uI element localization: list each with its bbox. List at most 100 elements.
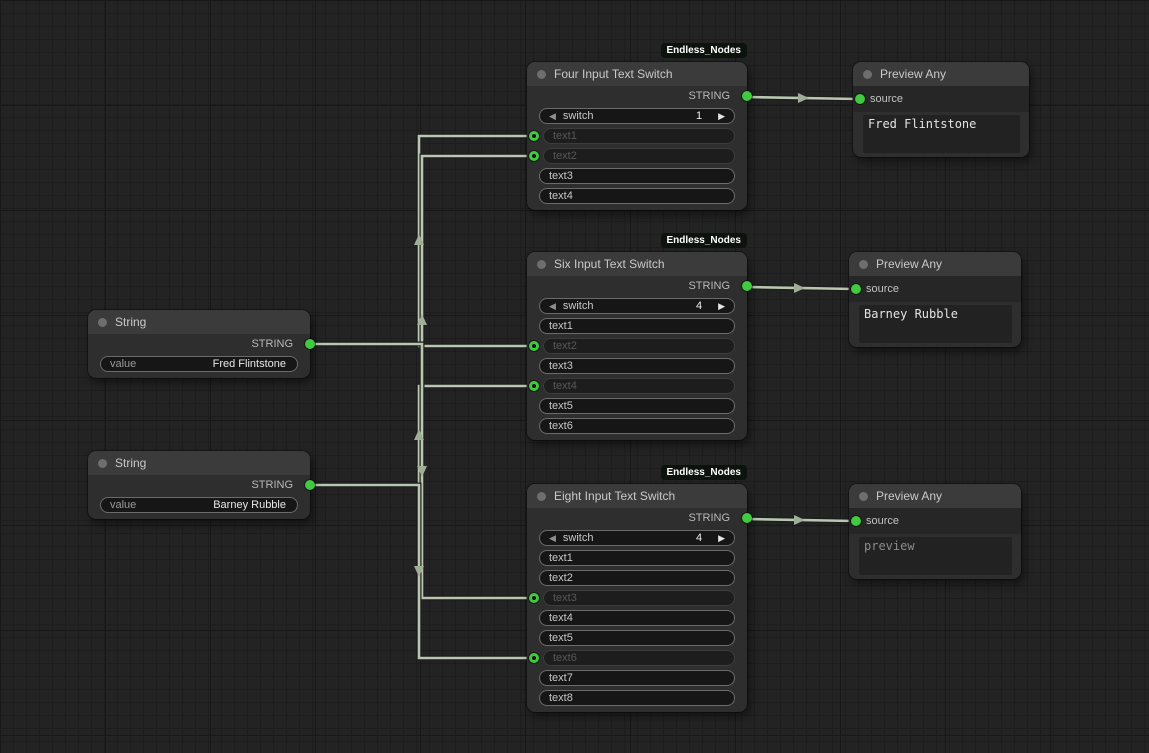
collapse-dot-icon[interactable] — [859, 491, 868, 501]
input-widget-label: text1 — [549, 320, 573, 332]
output-slot-label: STRING — [688, 90, 730, 102]
input-slot-source[interactable] — [851, 284, 861, 294]
input-widget-label: text4 — [549, 190, 573, 202]
output-slot-string[interactable] — [742, 91, 752, 101]
node-title-text: Preview Any — [876, 489, 943, 503]
node-title-text: Four Input Text Switch — [554, 67, 673, 81]
preview-textarea[interactable]: preview — [859, 537, 1012, 575]
output-slot-string[interactable] — [305, 480, 315, 490]
input-widget-label: text4 — [549, 612, 573, 624]
input-widget-text5[interactable]: text5 — [539, 630, 735, 646]
input-widget-text7[interactable]: text7 — [539, 670, 735, 686]
node-pack-badge: Endless_Nodes — [660, 465, 747, 480]
node-title-bar[interactable]: Six Input Text Switch — [527, 252, 747, 276]
input-slot-label: source — [866, 283, 900, 295]
input-widget-label: text5 — [549, 632, 573, 644]
input-widget-label: text3 — [549, 360, 573, 372]
input-row-text3: text3 — [527, 166, 747, 186]
input-slot-text1[interactable] — [529, 131, 539, 141]
input-widget-label: text3 — [549, 170, 573, 182]
input-widget-text2[interactable]: text2 — [543, 148, 735, 164]
collapse-dot-icon[interactable] — [98, 458, 107, 468]
node-title-bar[interactable]: String — [88, 310, 310, 334]
input-slot-text3[interactable] — [529, 593, 539, 603]
input-widget-label: text6 — [549, 420, 573, 432]
collapse-dot-icon[interactable] — [537, 69, 546, 79]
link-direction-arrow-icon — [414, 429, 424, 440]
collapse-dot-icon[interactable] — [537, 491, 546, 501]
node-title-bar[interactable]: Four Input Text Switch — [527, 62, 747, 86]
switch-widget-label: switch — [562, 532, 594, 544]
input-widget-text4[interactable]: text4 — [543, 378, 735, 394]
input-row-text4: text4 — [527, 608, 747, 628]
input-slot-text6[interactable] — [529, 653, 539, 663]
input-row-text8: text8 — [527, 688, 747, 708]
value-widget-value: Fred Flintstone — [212, 358, 286, 370]
increment-arrow-icon[interactable]: ▶ — [718, 300, 725, 311]
input-slot-text2[interactable] — [529, 341, 539, 351]
collapse-dot-icon[interactable] — [863, 69, 872, 79]
input-slot-source[interactable] — [855, 94, 865, 104]
input-slot-source[interactable] — [851, 516, 861, 526]
input-widget-text1[interactable]: text1 — [543, 128, 735, 144]
input-widget-text1[interactable]: text1 — [539, 550, 735, 566]
input-widget-text2[interactable]: text2 — [543, 338, 735, 354]
decrement-arrow-icon[interactable]: ◀ — [549, 532, 556, 543]
input-slot-text2[interactable] — [529, 151, 539, 161]
collapse-dot-icon[interactable] — [859, 259, 868, 269]
input-row-text1: text1 — [527, 316, 747, 336]
decrement-arrow-icon[interactable]: ◀ — [549, 110, 556, 121]
input-widget-text1[interactable]: text1 — [539, 318, 735, 334]
node-title-bar[interactable]: Preview Any — [849, 252, 1021, 276]
node-title-bar[interactable]: Preview Any — [853, 62, 1029, 86]
input-widget-label: text1 — [553, 130, 577, 142]
input-widget-text3[interactable]: text3 — [539, 358, 735, 374]
decrement-arrow-icon[interactable]: ◀ — [549, 300, 556, 311]
collapse-dot-icon[interactable] — [537, 259, 546, 269]
input-slot-text4[interactable] — [529, 381, 539, 391]
preview-textarea[interactable]: Barney Rubble — [859, 305, 1012, 343]
link-direction-arrow-icon — [414, 234, 424, 245]
node-title-text: String — [115, 456, 147, 470]
increment-arrow-icon[interactable]: ▶ — [718, 532, 725, 543]
input-widget-text5[interactable]: text5 — [539, 398, 735, 414]
input-widget-text3[interactable]: text3 — [543, 590, 735, 606]
input-widget-text6[interactable]: text6 — [543, 650, 735, 666]
input-widget-text4[interactable]: text4 — [539, 188, 735, 204]
input-widget-label: text6 — [553, 652, 577, 664]
input-slot-label: source — [866, 515, 900, 527]
increment-arrow-icon[interactable]: ▶ — [718, 110, 725, 121]
output-row: STRING — [527, 276, 752, 296]
node-title-bar[interactable]: String — [88, 451, 310, 475]
input-widget-text3[interactable]: text3 — [539, 168, 735, 184]
collapse-dot-icon[interactable] — [98, 317, 107, 327]
output-slot-string[interactable] — [305, 339, 315, 349]
input-widget-text8[interactable]: text8 — [539, 690, 735, 706]
input-widget-text4[interactable]: text4 — [539, 610, 735, 626]
input-widget-text6[interactable]: text6 — [539, 418, 735, 434]
node-title-bar[interactable]: Preview Any — [849, 484, 1021, 508]
node-preview-any-3[interactable]: Preview Any source preview — [849, 484, 1021, 579]
input-widget-text2[interactable]: text2 — [539, 570, 735, 586]
input-row-text1: text1 — [527, 548, 747, 568]
node-title-bar[interactable]: Eight Input Text Switch — [527, 484, 747, 508]
output-slot-string[interactable] — [742, 513, 752, 523]
preview-textarea[interactable]: Fred Flintstone — [863, 115, 1020, 153]
output-slot-string[interactable] — [742, 281, 752, 291]
link-direction-arrow-icon — [794, 515, 805, 525]
